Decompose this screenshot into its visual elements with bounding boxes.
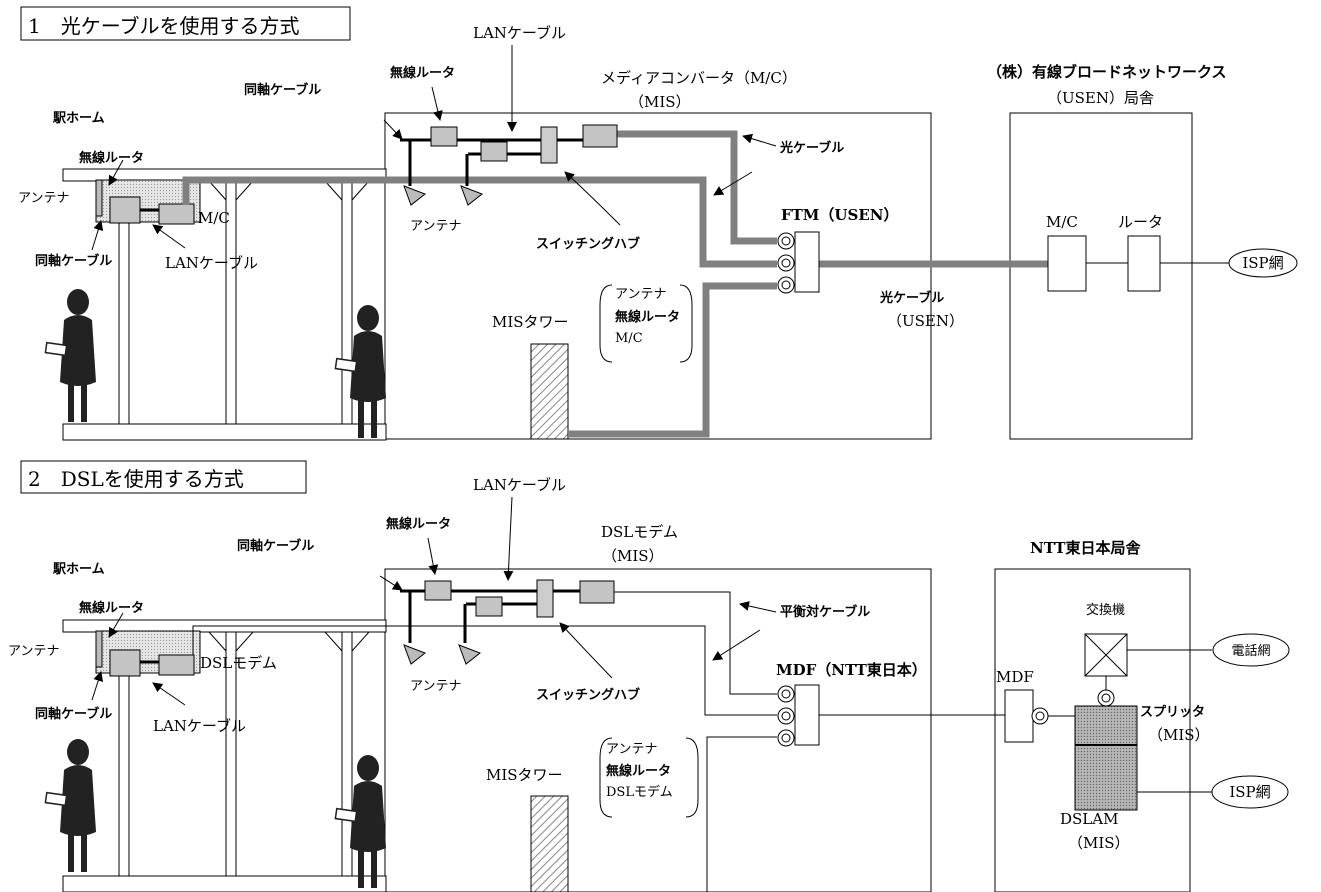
mis-building-2 (384, 568, 932, 892)
dsl-modem-label: DSLモデム (601, 523, 678, 541)
ftm-ports (777, 232, 795, 294)
mis-tower-label-1: MISタワー (492, 313, 569, 331)
tower-equipment-1 (400, 124, 618, 206)
isp-net-cloud-2 (1211, 775, 1289, 809)
splitter-label: スプリッタ (1140, 705, 1205, 720)
platform-coax-label-1: 同軸ケーブル (35, 253, 112, 269)
mdf-label: MDF (996, 668, 1034, 686)
phone-net-cloud (1212, 633, 1290, 667)
tower-item-2-0: アンテナ (606, 742, 657, 757)
platform-antenna-2 (95, 630, 103, 668)
switching-hub-label-1: スイッチングハブ (536, 236, 640, 252)
platform-lan-label-2: LANケーブル (153, 717, 246, 735)
isp-net-label-1: ISP網 (1242, 254, 1283, 272)
mdf-box (1004, 689, 1034, 743)
platform-wireless-router-1 (109, 196, 141, 224)
platform-antenna-1 (95, 179, 103, 217)
usen-router-label: ルータ (1118, 213, 1163, 231)
station-platform-label-2: 駅ホーム (52, 562, 105, 577)
mis-tower-label-2: MISタワー (486, 766, 563, 784)
mis-building-1 (384, 112, 932, 440)
mdf-ntt-label: MDF（NTT東日本） (776, 661, 927, 679)
tower-bracket-right-2 (685, 737, 699, 818)
tower-equipment-2 (400, 579, 615, 665)
ftm-box (794, 231, 820, 293)
tower-item-1-1: 無線ルータ (615, 309, 680, 325)
person-icon-1 (44, 288, 97, 423)
platform-antenna-label-1: アンテナ (18, 191, 69, 206)
station-platform-label-1: 駅ホーム (52, 111, 105, 126)
usen-router (1127, 235, 1161, 292)
usen-title-2: （USEN）局舎 (1047, 89, 1154, 107)
coax-cable-label-1: 同軸ケーブル (244, 82, 321, 98)
optical-cables-1 (182, 130, 1048, 438)
tower-item-2-1: 無線ルータ (606, 763, 671, 779)
section-2: 2 DSLを使用する方式 (8, 460, 1290, 892)
lan-cable-label-2: LANケーブル (473, 476, 566, 494)
platform-wireless-router-label-2: 無線ルータ (79, 600, 144, 616)
usen-title-1: （株）有線ブロードネットワークス (987, 63, 1227, 81)
usen-mc (1047, 235, 1087, 292)
exchange-label: 交換機 (1086, 602, 1125, 618)
optical-cable-usen-label-2: （USEN） (887, 312, 964, 330)
media-converter-mis-label: （MIS） (629, 93, 691, 111)
tower-antenna-label-1: アンテナ (410, 219, 461, 234)
dslam-label: DSLAM (1060, 810, 1118, 828)
ntt-building (994, 568, 1191, 892)
tower-bracket-right-1 (679, 284, 693, 363)
phone-net-label: 電話網 (1231, 643, 1270, 659)
mis-tower-2 (530, 795, 569, 892)
platform-dsl-modem-label: DSLモデム (200, 654, 277, 672)
mdf-ntt-ports (777, 685, 795, 747)
isp-net-cloud-1 (1228, 248, 1298, 278)
isp-net-label-2: ISP網 (1229, 783, 1270, 801)
mdf-ntt-box (794, 684, 820, 746)
tower-item-1-2: M/C (615, 331, 643, 346)
splitter-mis-label: （MIS） (1148, 726, 1210, 744)
tower-bracket-left-2 (599, 737, 613, 818)
dsl-modem-mis-label: （MIS） (602, 547, 664, 565)
section-2-title-box (20, 460, 307, 494)
section-1-title: 1 光ケーブルを使用する方式 (28, 14, 300, 38)
dslam-mis-label: （MIS） (1068, 834, 1130, 852)
platform-coax-label-2: 同軸ケーブル (35, 706, 112, 722)
wireless-router-label-1: 無線ルータ (390, 65, 455, 81)
balanced-cable-label: 平衡対ケーブル (780, 604, 870, 620)
platform-wireless-router-2 (109, 649, 141, 677)
leader-lines-1 (91, 45, 777, 251)
ftm-label: FTM（USEN） (781, 206, 898, 224)
optical-cable-label: 光ケーブル (779, 140, 844, 156)
section-1-title-box (20, 6, 351, 41)
platform-mc-1 (158, 203, 195, 225)
person-icon-3 (44, 738, 97, 873)
mis-tower-1 (530, 343, 569, 440)
section-2-title: 2 DSLを使用する方式 (28, 467, 244, 491)
leader-lines-2 (91, 496, 777, 706)
platform-wireless-router-label-1: 無線ルータ (79, 150, 144, 166)
usen-building (1009, 112, 1193, 440)
platform-mc-label: M/C (198, 209, 230, 227)
ntt-title: NTT東日本局舎 (1030, 539, 1142, 557)
balanced-cables-2 (192, 591, 1212, 892)
coax-cable-label-2: 同軸ケーブル (237, 538, 314, 554)
platform-structure-1 (62, 168, 387, 441)
tower-bracket-left-1 (599, 284, 613, 363)
splitter-dslam (1074, 705, 1138, 811)
usen-mc-label: M/C (1046, 213, 1078, 231)
optical-cable-usen-label-1: 光ケーブル (879, 290, 944, 306)
section-1: 1 光ケーブルを使用する方式 (18, 6, 1298, 441)
platform-dsl-modem (158, 654, 195, 676)
media-converter-label: メディアコンバータ（M/C） (601, 69, 797, 87)
switching-hub-label-2: スイッチングハブ (536, 687, 640, 703)
tower-antenna-label-2: アンテナ (410, 679, 461, 694)
platform-antenna-label-2: アンテナ (8, 644, 59, 659)
tower-item-1-0: アンテナ (615, 287, 666, 302)
lan-cable-label-1: LANケーブル (473, 24, 566, 42)
platform-lan-label-1: LANケーブル (165, 254, 258, 272)
tower-item-2-2: DSLモデム (606, 784, 673, 800)
wireless-router-label-2: 無線ルータ (386, 516, 451, 532)
